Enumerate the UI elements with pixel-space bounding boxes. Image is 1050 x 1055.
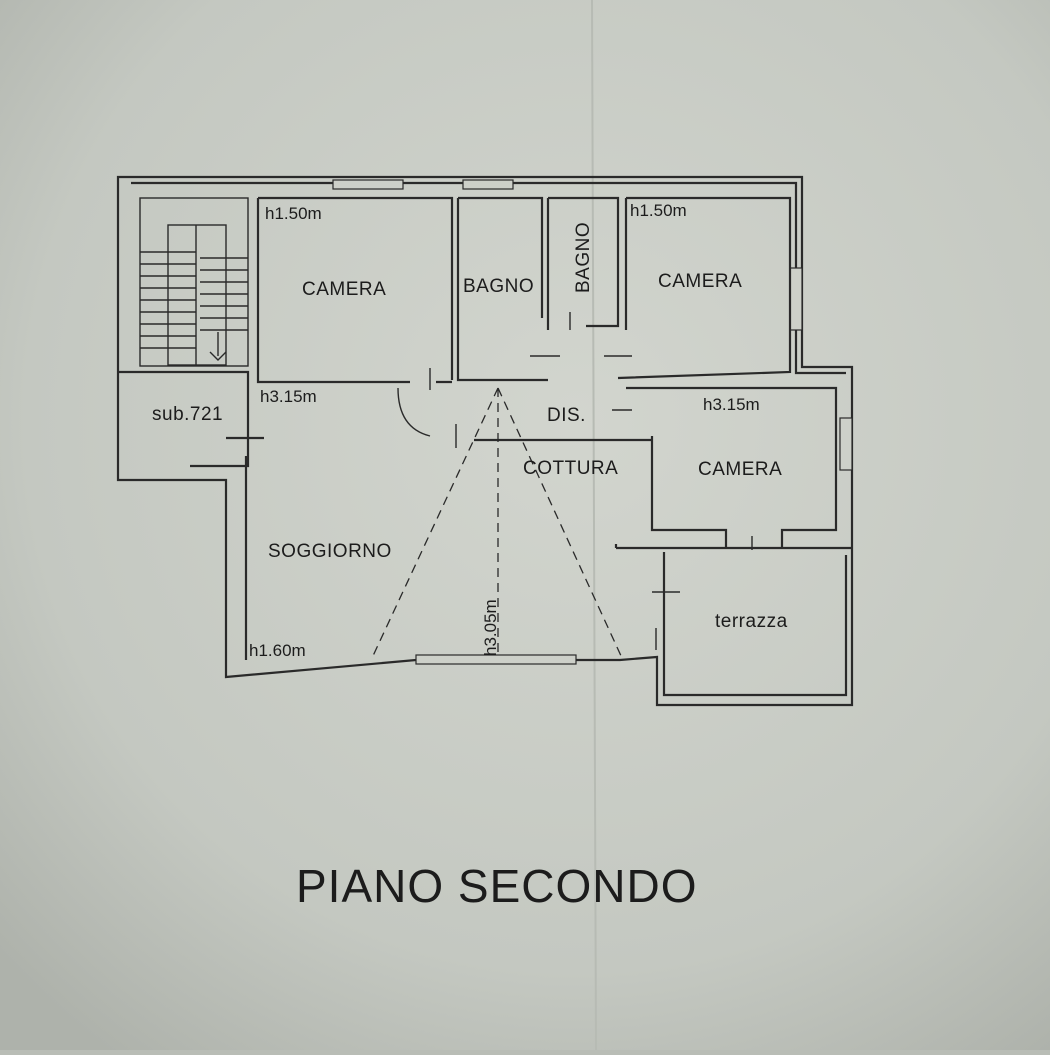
window-bottom xyxy=(415,654,577,665)
wall-camera-top-right xyxy=(617,196,792,380)
door-ticks-top xyxy=(429,312,632,390)
window-right-upper xyxy=(789,267,803,331)
window-top-left xyxy=(332,179,404,190)
label-camera-top-left: CAMERA xyxy=(302,279,386,300)
height-soggiorno-top: h3.15m xyxy=(260,387,317,406)
door-ticks-lower xyxy=(652,536,753,650)
label-terrazza: terrazza xyxy=(715,611,788,632)
height-soggiorno-bottom: h1.60m xyxy=(249,641,306,660)
floor-title: PIANO SECONDO xyxy=(296,860,698,912)
label-dis: DIS. xyxy=(547,405,586,426)
wall-bagno-1 xyxy=(456,196,548,382)
roof-slope-lines xyxy=(371,387,623,659)
label-bagno-2: BAGNO xyxy=(573,222,594,293)
wall-terrazza xyxy=(614,544,852,697)
label-soggiorno: SOGGIORNO xyxy=(268,541,392,562)
wall-right-block xyxy=(474,386,838,548)
wall-camera-top-left xyxy=(256,196,454,384)
paper-fold-line xyxy=(591,0,597,1051)
label-camera-right: CAMERA xyxy=(698,459,782,480)
corridor-dis xyxy=(397,387,632,448)
height-camera-top-left: h1.50m xyxy=(265,204,322,223)
staircase xyxy=(139,197,249,367)
label-bagno-1: BAGNO xyxy=(463,276,534,297)
height-ridge: h3.05m xyxy=(481,599,500,656)
wall-bagno-2 xyxy=(546,196,620,330)
window-right-lower xyxy=(839,417,853,471)
wall-sub-721 xyxy=(118,370,264,468)
label-sub-721: sub.721 xyxy=(152,404,223,425)
height-camera-right: h3.15m xyxy=(703,395,760,414)
label-camera-top-right: CAMERA xyxy=(658,271,742,292)
label-cottura: COTTURA xyxy=(523,458,618,479)
height-camera-top-right: h1.50m xyxy=(630,201,687,220)
window-top-middle xyxy=(462,179,514,190)
outer-wall xyxy=(116,175,854,707)
